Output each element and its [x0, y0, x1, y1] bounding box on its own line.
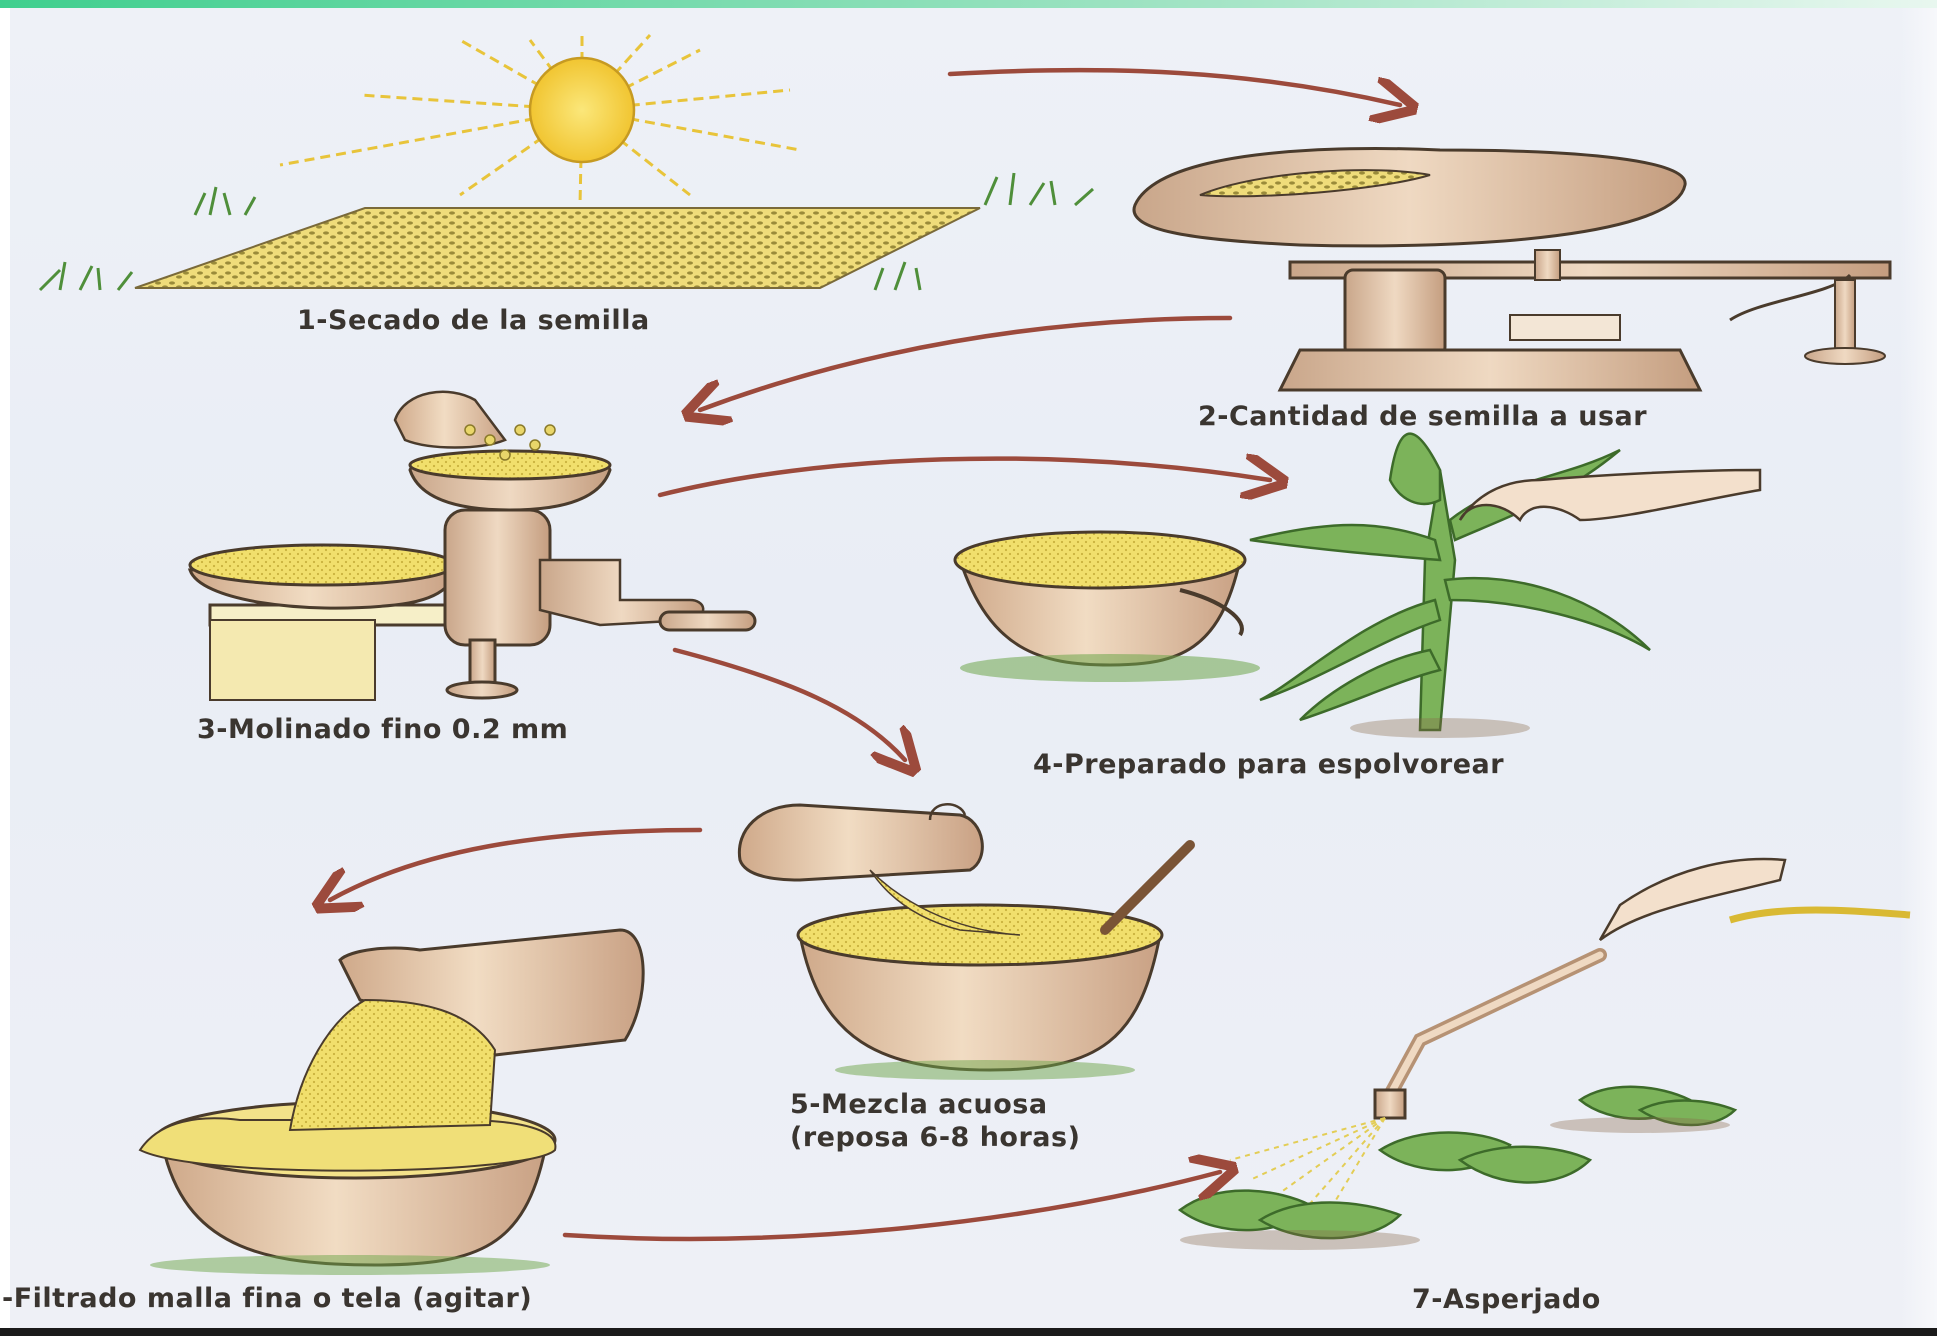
sun-drying-icon — [40, 30, 1093, 290]
dusting-plant-icon — [955, 434, 1760, 738]
hand-icon — [1600, 859, 1785, 940]
mixing-bowl-icon — [739, 804, 1190, 1080]
arrow-5-to-6 — [330, 830, 700, 900]
scale-icon — [1134, 149, 1890, 390]
step-6-label: -Filtrado malla fina o tela (agitar) — [2, 1283, 532, 1314]
sun-disc — [530, 58, 634, 162]
step-1-label: 1-Secado de la semilla — [297, 305, 650, 336]
arrow-3-to-4 — [660, 459, 1270, 495]
arrow-2-to-3 — [700, 318, 1230, 410]
filter-bowl-icon — [140, 930, 643, 1275]
sprayer-icon — [1180, 859, 1910, 1250]
step-5-label-line2: (reposa 6-8 horas) — [790, 1121, 1080, 1154]
plants-icon — [1180, 1087, 1735, 1238]
step-4-label: 4-Preparado para espolvorear — [1033, 749, 1504, 780]
step-2-label: 2-Cantidad de semilla a usar — [1198, 401, 1647, 432]
arrow-3-to-5 — [675, 650, 905, 760]
grinder-icon — [190, 392, 755, 700]
step-5-label-line1: 5-Mezcla acuosa — [790, 1088, 1080, 1121]
arrow-6-to-7 — [565, 1172, 1220, 1239]
step-3-label: 3-Molinado fino 0.2 mm — [197, 714, 568, 745]
step-7-label: 7-Asperjado — [1412, 1284, 1601, 1315]
arrow-1-to-2 — [950, 70, 1400, 105]
step-5-label: 5-Mezcla acuosa (reposa 6-8 horas) — [790, 1088, 1080, 1154]
seed-bed — [135, 208, 980, 288]
